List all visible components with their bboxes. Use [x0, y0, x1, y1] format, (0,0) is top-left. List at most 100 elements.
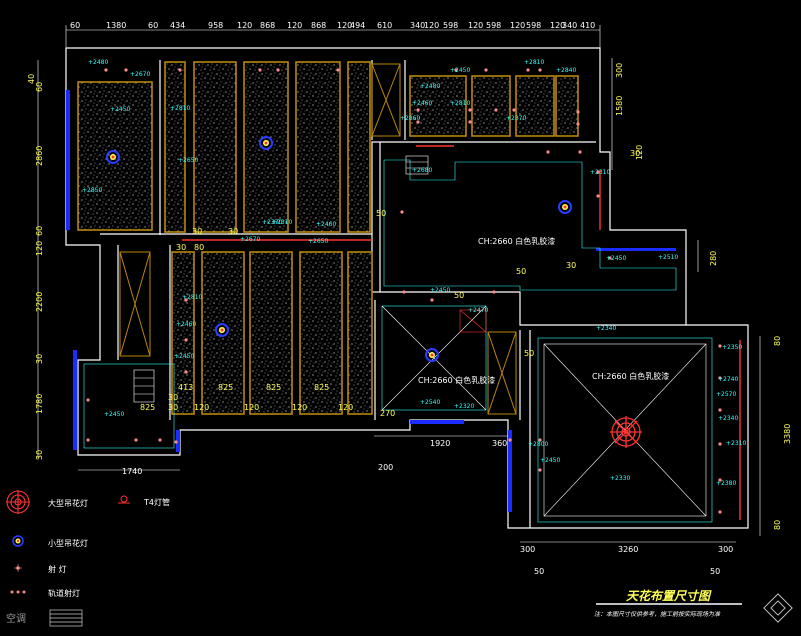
inner-dimension-labels: 413 825 120 825 120 825 120 825 120 30 3… — [140, 149, 640, 418]
bottom-dim-50b: 50 — [710, 567, 720, 576]
downlight-30 — [718, 376, 722, 380]
inner-dim-11: 30 — [192, 227, 202, 236]
downlight-27 — [596, 194, 600, 198]
inner-dim-19: 50 — [524, 349, 534, 358]
top-dim-r3: 120 — [468, 21, 483, 30]
elevation-tag-39: +2310 — [272, 219, 292, 226]
inner-dim-16: 50 — [454, 291, 464, 300]
right-dim-7: 80 — [773, 520, 782, 530]
downlight-23 — [184, 298, 188, 302]
top-dim-r1: 120 — [424, 21, 439, 30]
elevation-tag-28: +2350 — [722, 344, 742, 351]
downlight-42 — [578, 150, 582, 154]
inner-dim-12: 30 — [228, 227, 238, 236]
chandelier-large-icon — [610, 416, 642, 448]
bottom-dimension-labels: 1740 200 1920 360 300 3260 300 50 50 — [122, 439, 733, 576]
downlight-14 — [494, 108, 498, 112]
legend: 大型吊花灯 T4灯管 小型吊花灯 射 灯 轨道射灯 空调 — [6, 490, 170, 627]
downlight-21 — [158, 438, 162, 442]
right-dimension-labels: 300 1580 120 280 30 80 3380 80 — [566, 63, 792, 530]
room-label-1: CH:2660 白色乳胶漆 — [478, 236, 555, 246]
left-dim-4: 120 — [35, 241, 44, 256]
top-dim-r9: 410 — [580, 21, 595, 30]
inner-dim-3: 825 — [266, 383, 281, 392]
room-labels: CH:2660 白色乳胶漆 CH:2660 白色乳胶漆 CH:2660 白色乳胶… — [418, 236, 669, 385]
top-dim-11: 610 — [377, 21, 392, 30]
legend-label-big-light: 大型吊花灯 — [48, 498, 88, 508]
legend-label-strip: 轨道射灯 — [48, 588, 80, 598]
downlight-4 — [276, 68, 280, 72]
chandelier-small-icons — [106, 136, 572, 362]
inner-dim-0: 413 — [178, 383, 193, 392]
ac-vent-icon — [49, 609, 83, 627]
elevation-tag-10: +2810 — [182, 294, 202, 301]
elevation-tag-36: +2330 — [610, 475, 630, 482]
downlight-16 — [576, 110, 580, 114]
elevation-tag-25: +2470 — [468, 307, 488, 314]
elevation-tag-32: +2310 — [726, 440, 746, 447]
downlight-20 — [134, 438, 138, 442]
elevation-tag-40: +2450 — [104, 411, 124, 418]
inner-dim-18: 30 — [630, 149, 640, 158]
window-strips — [66, 90, 676, 512]
elevation-tag-11: +2460 — [176, 321, 196, 328]
elevation-tag-21: +2680 — [412, 167, 432, 174]
elevation-tag-20: +2370 — [506, 115, 526, 122]
downlight-icons — [86, 68, 722, 514]
bottom-dim-200: 200 — [378, 463, 393, 472]
top-dim-0: 60 — [70, 21, 80, 30]
downlight-15 — [512, 108, 516, 112]
elevation-tag-22: +2310 — [590, 169, 610, 176]
left-dim-6: 30 — [35, 354, 44, 364]
right-dim-5: 80 — [773, 336, 782, 346]
bottom-dim-50a: 50 — [534, 567, 544, 576]
bottom-dim-1920: 1920 — [430, 439, 450, 448]
right-dim-3: 280 — [709, 251, 718, 266]
top-dimension-labels: 60 1380 60 434 958 120 868 120 868 120 4… — [70, 21, 595, 30]
left-dim-7: 1780 — [35, 394, 44, 414]
elevation-tag-34: +2800 — [528, 441, 548, 448]
inner-dim-17: 80 — [194, 243, 204, 252]
downlight-7 — [484, 68, 488, 72]
top-dim-10: 494 — [350, 21, 365, 30]
elevation-tag-3: +2810 — [170, 105, 190, 112]
ceiling-panels — [77, 61, 579, 415]
inner-dim-10: 30 — [168, 403, 178, 412]
bottom-dim-1740: 1740 — [122, 467, 142, 476]
left-dim-2: 2860 — [35, 146, 44, 166]
bottom-dim-300b: 300 — [718, 545, 733, 554]
elevation-tag-4: +2650 — [178, 157, 198, 164]
downlight-5 — [336, 68, 340, 72]
elevation-tag-13: +2480 — [420, 83, 440, 90]
downlight-11 — [416, 120, 420, 124]
room-label-3: CH:2660 白色乳胶漆 — [592, 371, 669, 381]
inner-dim-15: 30 — [176, 243, 186, 252]
top-dim-r7: 120 — [550, 21, 565, 30]
elevation-tag-12: +2450 — [174, 353, 194, 360]
elevation-tag-15: +2810 — [450, 100, 470, 107]
top-dim-r6: 598 — [526, 21, 541, 30]
top-dim-8: 868 — [311, 21, 326, 30]
elevation-tags: +2480+2670+2450+2810+2650+2850+2370+2460… — [82, 59, 746, 487]
downlight-9 — [538, 68, 542, 72]
downlight-18 — [86, 398, 90, 402]
downlight-33 — [718, 478, 722, 482]
downlight-19 — [86, 438, 90, 442]
inner-dim-4: 120 — [292, 403, 307, 412]
elevation-tag-30: +2570 — [716, 391, 736, 398]
top-dim-2: 60 — [148, 21, 158, 30]
top-dim-4: 958 — [208, 21, 223, 30]
room-label-2: CH:2660 白色乳胶漆 — [418, 375, 495, 385]
downlight-10 — [416, 108, 420, 112]
downlight-icon — [14, 564, 22, 572]
left-dim-8: 30 — [35, 450, 44, 460]
legend-label-small-light: 小型吊花灯 — [48, 538, 88, 548]
inner-dim-13: 50 — [376, 209, 386, 218]
bottom-dim-3260: 3260 — [618, 545, 638, 554]
inner-dim-7: 825 — [140, 403, 155, 412]
downlight-37 — [508, 438, 512, 442]
downlight-6 — [454, 68, 458, 72]
right-dim-2: 120 — [635, 145, 644, 160]
downlight-40 — [492, 290, 496, 294]
top-dim-r2: 598 — [443, 21, 458, 30]
